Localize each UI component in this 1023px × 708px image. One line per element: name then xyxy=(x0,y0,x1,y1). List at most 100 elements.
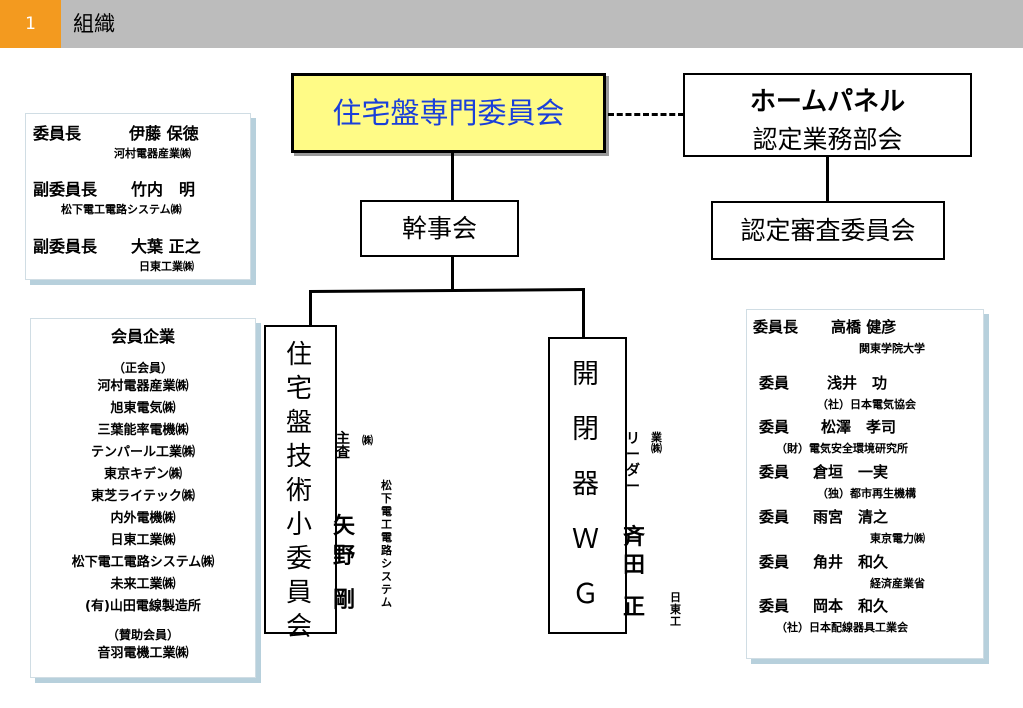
company-char: 路 xyxy=(381,544,392,557)
connector-line xyxy=(451,257,454,290)
member-role: 委員 xyxy=(759,508,790,526)
member-role: 委員長 xyxy=(753,318,799,336)
member-name: 浅井 功 xyxy=(827,374,888,392)
leader-name: 竹内 明 xyxy=(131,180,196,199)
member-name: 岡本 和久 xyxy=(813,597,889,615)
member-name: 角井 和久 xyxy=(813,553,889,571)
switchgear-wg-title: 開 閉 器 Ｗ Ｇ xyxy=(572,361,599,608)
member-name: 倉垣 一実 xyxy=(813,463,889,481)
wg-company-tail: 業 ㈱ xyxy=(651,432,662,454)
company-char: 松 xyxy=(381,479,392,492)
company-char: 東 xyxy=(670,603,681,616)
tech-company: 松 下 電 工 電 路 シ ス テ ム xyxy=(381,480,392,608)
title-char: Ｗ xyxy=(572,524,599,555)
company-char: ス xyxy=(381,570,392,583)
member-list-item: 河村電器産業㈱ xyxy=(97,379,189,394)
member-name: 高橋 健彦 xyxy=(831,318,897,336)
title-char: 員 xyxy=(286,578,313,608)
tech-role: 主 査 xyxy=(336,432,350,460)
member-org: （財）電気安全環境研究所 xyxy=(776,442,908,455)
role-char: ー xyxy=(626,479,640,495)
role-char: 主 xyxy=(336,431,350,447)
header-bar xyxy=(0,0,1023,48)
title-char: 技 xyxy=(286,442,313,472)
leader-role: 委員長 xyxy=(33,124,82,143)
supporting-members-label: （賛助会員） xyxy=(106,628,179,642)
company-char: 電 xyxy=(381,505,392,518)
tech-subcommittee-box: 住 宅 盤 技 術 小 委 員 会 xyxy=(264,325,337,640)
member-list-item: 日東工業㈱ xyxy=(110,533,176,548)
member-list-item: 音羽電機工業㈱ xyxy=(97,646,189,661)
name-char: 野 xyxy=(333,544,356,569)
member-list-item: 三葉能率電機㈱ xyxy=(97,423,189,438)
member-org: 関東学院大学 xyxy=(859,342,925,355)
member-org: （独）都市再生機構 xyxy=(817,487,916,500)
members-title: 会員企業 xyxy=(110,327,175,346)
title-char: 術 xyxy=(286,476,313,506)
cert-review-box: 認定審査委員会 xyxy=(711,201,945,260)
role-char: ダ xyxy=(626,463,640,479)
home-panel-line1: ホームパネル xyxy=(749,87,906,117)
name-char: 矢 xyxy=(333,514,356,539)
company-char: 工 xyxy=(381,518,392,531)
title-char: Ｇ xyxy=(572,579,599,610)
leader-name: 伊藤 保徳 xyxy=(129,124,199,143)
name-char: 剛 xyxy=(333,588,356,613)
member-org: （社）日本電気協会 xyxy=(817,398,916,411)
member-role: 委員 xyxy=(759,463,790,481)
cert-review-title: 認定審査委員会 xyxy=(740,216,916,245)
company-char: 下 xyxy=(381,492,392,505)
company-char: 工 xyxy=(670,615,681,628)
company-char: 業 xyxy=(651,431,662,444)
name-char: 斉 xyxy=(623,525,646,550)
wg-role: リ ー ダ ー xyxy=(626,432,640,494)
leaders-panel: 委員長 伊藤 保徳 河村電器産業㈱ 副委員長 竹内 明 松下電工電路システム㈱ … xyxy=(25,113,251,280)
leader-company: 河村電器産業㈱ xyxy=(114,147,191,160)
leader-name: 大葉 正之 xyxy=(131,237,201,256)
company-char: 電 xyxy=(381,531,392,544)
member-list-item: 未来工業㈱ xyxy=(110,577,176,592)
name-char: 田 xyxy=(623,553,646,578)
title-char: 小 xyxy=(286,510,313,540)
member-org: 東京電力㈱ xyxy=(870,532,925,545)
connector-line xyxy=(451,153,454,201)
connector-line xyxy=(309,291,312,326)
regular-members-label: （正会員） xyxy=(112,361,173,375)
member-list-item: 内外電機㈱ xyxy=(110,511,176,526)
title-char: 住 xyxy=(286,340,313,370)
member-role: 委員 xyxy=(759,374,790,392)
connector-line xyxy=(826,157,829,202)
home-panel-line2: 認定業務部会 xyxy=(752,125,903,154)
dashed-connector xyxy=(608,113,684,116)
leader-role: 副委員長 xyxy=(33,180,98,199)
title-char: 宅 xyxy=(286,374,313,404)
member-list-item: 松下電工電路システム㈱ xyxy=(71,555,215,570)
member-name: 松澤 孝司 xyxy=(821,418,897,436)
title-char: 開 xyxy=(572,359,599,390)
member-name: 雨宮 清之 xyxy=(813,508,889,526)
member-list-item: (有)山田電線製造所 xyxy=(85,599,201,614)
page-title: 組織 xyxy=(73,12,115,36)
main-committee-box: 住宅盤専門委員会 xyxy=(291,73,606,153)
member-list-item: 旭東電気㈱ xyxy=(110,401,176,416)
title-char: 会 xyxy=(286,612,313,642)
company-char: ム xyxy=(381,596,392,609)
secretariat-box: 幹事会 xyxy=(360,200,519,257)
role-char: ー xyxy=(626,447,640,463)
member-org: （社）日本配線器具工業会 xyxy=(776,621,908,634)
leader-company: 日東工業㈱ xyxy=(139,260,194,273)
company-char: シ xyxy=(381,557,392,570)
leader-role: 副委員長 xyxy=(33,237,98,256)
company-char: ㈱ xyxy=(651,442,662,455)
review-committee-panel: 委員長 高橋 健彦 関東学院大学 委員 浅井 功 （社）日本電気協会 委員 松澤… xyxy=(746,309,984,659)
connector-line xyxy=(308,288,586,293)
company-char: テ xyxy=(381,583,392,596)
tech-leader-name: 矢 野 剛 xyxy=(333,516,355,612)
section-number: 1 xyxy=(0,0,61,48)
connector-line xyxy=(582,289,585,337)
title-char: 委 xyxy=(286,544,313,574)
member-list-item: 東芝ライテック㈱ xyxy=(91,489,195,504)
member-org: 経済産業省 xyxy=(870,577,925,590)
members-panel: 会員企業 （正会員） 河村電器産業㈱ 旭東電気㈱ 三葉能率電機㈱ テンパール工業… xyxy=(30,318,256,678)
title-char: 盤 xyxy=(286,408,313,438)
